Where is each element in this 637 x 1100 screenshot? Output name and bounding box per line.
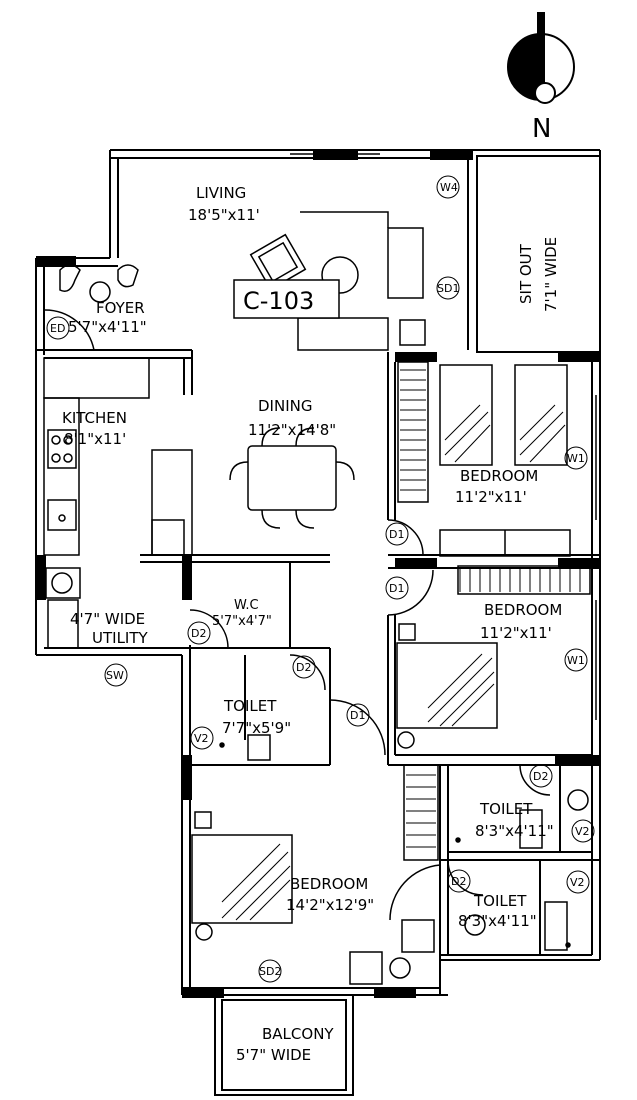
- bedroom1-furniture: [397, 361, 571, 557]
- tag-w1-b: W1: [567, 654, 585, 667]
- tag-sw: SW: [106, 669, 124, 682]
- wc-name: W.C: [234, 598, 259, 613]
- bedroom2-size: 11'2"x11': [480, 624, 552, 642]
- utility-fixtures: [45, 567, 81, 649]
- utility-width: 4'7" WIDE: [70, 610, 145, 628]
- balcony-size: 5'7" WIDE: [236, 1046, 311, 1064]
- room-labels: LIVING 18'5"x11' SIT OUT 7'1" WIDE FOYER…: [62, 184, 562, 1064]
- sitout-size: 7'1" WIDE: [542, 237, 560, 312]
- unit-number: C-103: [243, 287, 314, 315]
- bedroom3-name: BEDROOM: [290, 875, 368, 893]
- bedroom2-furniture: [396, 565, 591, 749]
- bed-hatch: [444, 404, 566, 463]
- living-size: 18'5"x11': [188, 206, 260, 224]
- tag-v2-c: V2: [570, 876, 585, 889]
- wc-size: 5'7"x4'7": [212, 614, 272, 629]
- living-name: LIVING: [196, 184, 246, 202]
- foyer-door: [43, 264, 139, 351]
- bedroom1-size: 11'2"x11': [455, 488, 527, 506]
- bedroom3-size: 14'2"x12'9": [286, 896, 374, 914]
- kitchen-name: KITCHEN: [62, 409, 127, 427]
- tag-w4: W4: [440, 181, 458, 194]
- utility-name: UTILITY: [92, 629, 149, 647]
- kitchen-size: 8'1"x11': [64, 430, 126, 448]
- wardrobe-hatch: [400, 369, 426, 491]
- wall-columns: [36, 150, 600, 998]
- opening-tags: [46, 175, 595, 983]
- toilet2-size: 8'3"x4'11": [475, 822, 554, 840]
- opening-tag-labels: W4 SD1 ED W1 W1 D1 D1 D1 SW D2 D2 D2 D2 …: [50, 181, 590, 978]
- tag-d2-c: D2: [533, 770, 548, 783]
- toilet3-name: TOILET: [473, 892, 527, 910]
- bedroom3-furniture: [191, 764, 439, 985]
- tag-ed: ED: [50, 322, 65, 335]
- bedroom3-hatch: [221, 774, 436, 921]
- dining-table: [229, 427, 355, 529]
- tag-d2-a: D2: [191, 627, 206, 640]
- tag-v2-b: V2: [575, 825, 590, 838]
- tag-sd1: SD1: [437, 282, 459, 295]
- foyer-size: 5'7"x4'11": [68, 318, 147, 336]
- toilet2-name: TOILET: [479, 800, 533, 818]
- sitout-outline: [476, 155, 601, 353]
- tag-w1-a: W1: [567, 452, 585, 465]
- living-furniture: [233, 211, 426, 351]
- balcony-outline: [214, 994, 354, 1096]
- tag-d1-c: D1: [350, 709, 365, 722]
- bedroom2-hatch: [427, 568, 581, 727]
- north-arrow: N: [507, 12, 575, 144]
- foyer-name: FOYER: [96, 299, 145, 317]
- balcony-name: BALCONY: [262, 1025, 334, 1043]
- north-label: N: [532, 114, 551, 144]
- toilet1-name: TOILET: [223, 697, 277, 715]
- exterior-walls: [35, 149, 601, 996]
- tag-v2-a: V2: [194, 732, 209, 745]
- sitout-name: SIT OUT: [517, 243, 535, 304]
- tag-d2-d: D2: [451, 875, 466, 888]
- bedroom2-name: BEDROOM: [484, 601, 562, 619]
- dining-size: 11'2"x14'8": [248, 421, 336, 439]
- tag-sd2: SD2: [259, 965, 281, 978]
- windows: [290, 153, 597, 720]
- toilet-fixtures: [219, 734, 589, 951]
- tag-d2-b: D2: [296, 661, 311, 674]
- kitchen-fixtures: [43, 357, 193, 556]
- bedroom1-name: BEDROOM: [460, 467, 538, 485]
- toilet3-size: 8'3"x4'11": [458, 912, 537, 930]
- tag-d1-b: D1: [389, 582, 404, 595]
- dining-name: DINING: [258, 397, 312, 415]
- toilet1-size: 7'7"x5'9": [222, 719, 291, 737]
- tag-d1-a: D1: [389, 528, 404, 541]
